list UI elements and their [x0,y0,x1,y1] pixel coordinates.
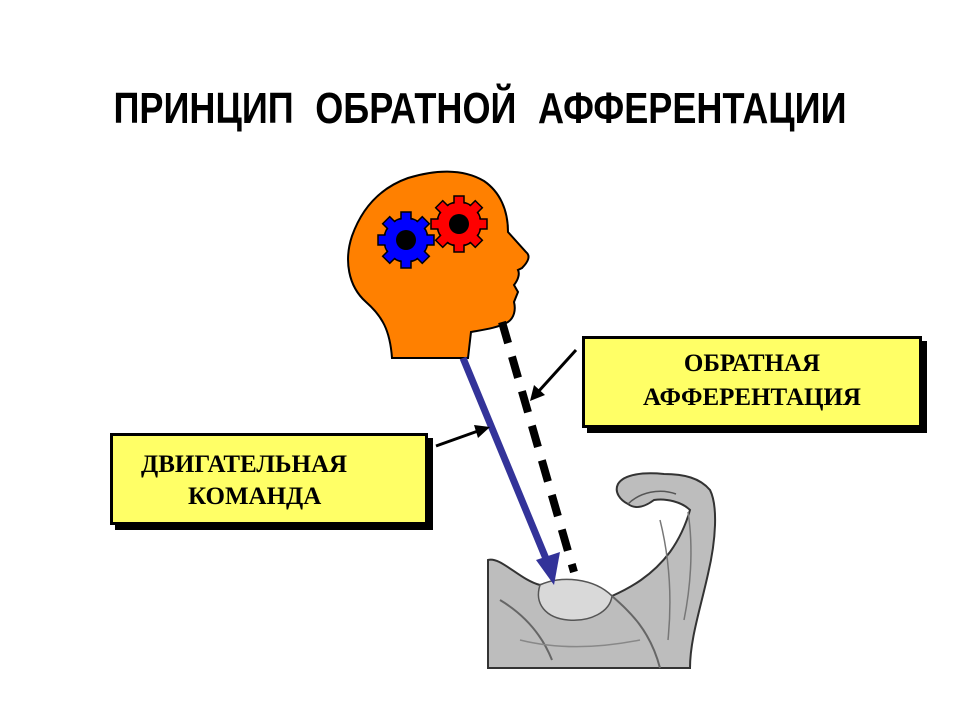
motor-command-line2: КОМАНДА [188,483,322,510]
blue-gear-icon [377,211,435,269]
red-gear-icon [430,195,488,253]
feedback-label-pointer-arrow [530,348,578,401]
feedback-label: ОБРАТНАЯ АФФЕРЕНТАЦИЯ [582,336,922,428]
motor-command-line1: ДВИГАТЕЛЬНАЯ [141,451,348,478]
motor-command-arrow [459,356,560,585]
flexed-arm-image [487,472,717,669]
feedback-line2: АФФЕРЕНТАЦИЯ [643,384,861,411]
motor-command-label: ДВИГАТЕЛЬНАЯ КОМАНДА [110,433,428,525]
motor-label-pointer-arrow [435,425,490,448]
feedback-line1: ОБРАТНАЯ [683,350,821,377]
feedback-afferent-line [498,320,578,574]
slide-title: ПРИНЦИП ОБРАТНОЙ АФФЕРЕНТАЦИИ [113,84,847,133]
